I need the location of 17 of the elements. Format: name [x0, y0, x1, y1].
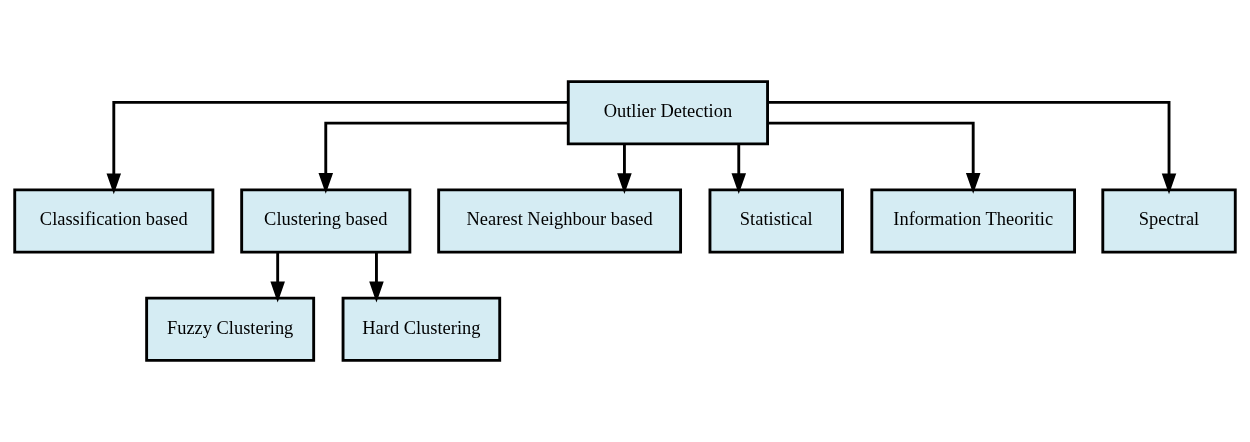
node-box: Classification based — [13, 188, 215, 254]
arrow — [767, 121, 981, 194]
node-box: Clustering based — [240, 188, 412, 254]
node-box: Outlier Detection — [566, 80, 769, 146]
arrow — [318, 121, 569, 194]
arrow — [617, 144, 632, 195]
arrow — [369, 252, 384, 303]
node-box: Statistical — [708, 188, 844, 254]
arrow — [270, 252, 285, 303]
node-box: Hard Clustering — [341, 296, 502, 362]
node-box: Spectral — [1101, 188, 1237, 254]
arrow — [731, 144, 747, 195]
node-box: Nearest Neighbour based — [437, 188, 683, 254]
arrow — [767, 100, 1177, 195]
arrow — [106, 100, 569, 195]
node-box: Information Theoritic — [870, 188, 1076, 254]
node-box: Fuzzy Clustering — [145, 296, 316, 362]
